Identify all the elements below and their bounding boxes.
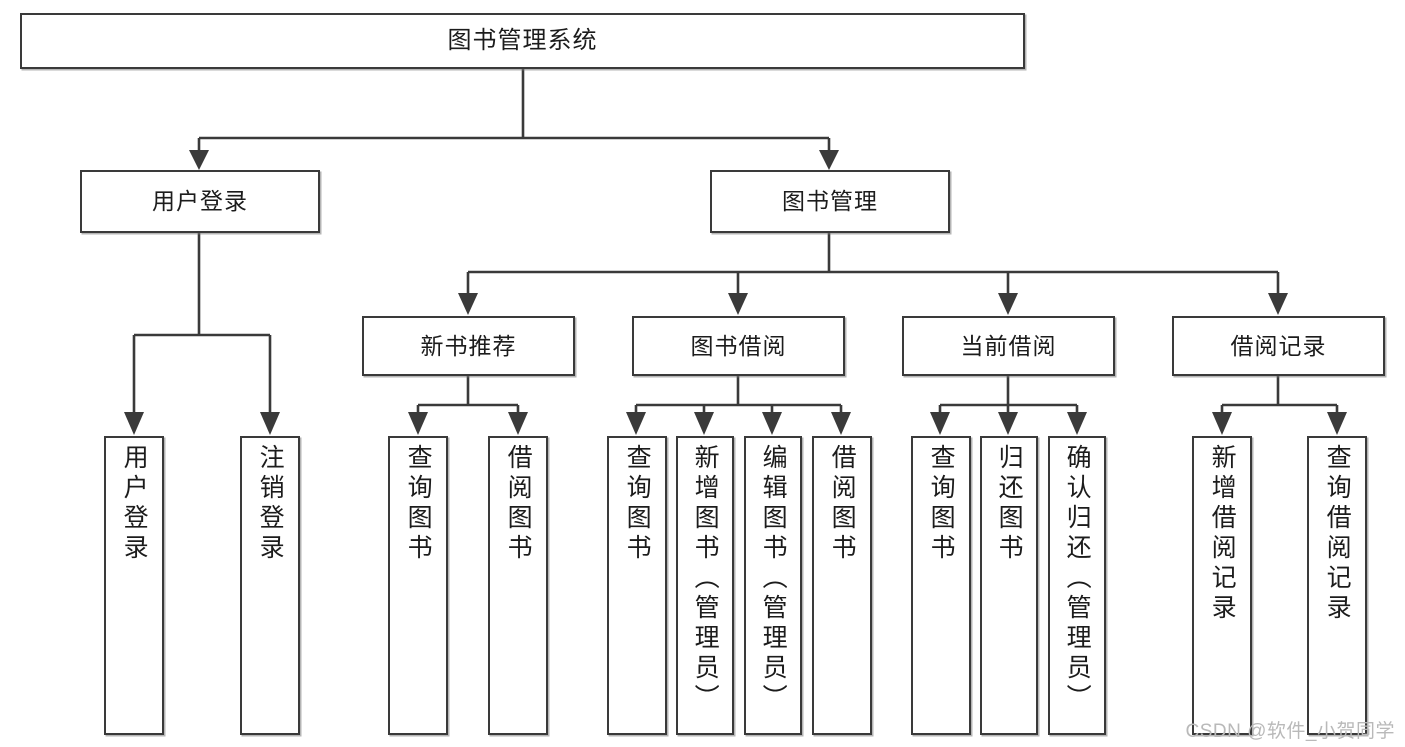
node-leaf-return-book[interactable]: 归还图书 bbox=[980, 436, 1038, 735]
node-root-book-management-system[interactable]: 图书管理系统 bbox=[20, 13, 1025, 69]
leaf-label: 编辑图书（管理员） bbox=[759, 444, 788, 714]
node-current-borrow[interactable]: 当前借阅 bbox=[902, 316, 1115, 376]
node-leaf-query-book-1[interactable]: 查询图书 bbox=[388, 436, 448, 735]
arrowhead-leaf-user-logout bbox=[260, 412, 280, 435]
node-leaf-user-login[interactable]: 用户登录 bbox=[104, 436, 164, 735]
leaf-label: 注销登录 bbox=[256, 444, 285, 564]
leaf-label: 借阅图书 bbox=[828, 444, 857, 564]
node-leaf-query-book-3[interactable]: 查询图书 bbox=[911, 436, 971, 735]
leaf-label: 查询图书 bbox=[623, 444, 652, 564]
arrowhead-leaf-return-book bbox=[998, 412, 1018, 435]
arrowhead-leaf-query-book-1 bbox=[408, 412, 428, 435]
node-leaf-query-book-2[interactable]: 查询图书 bbox=[607, 436, 667, 735]
leaf-label: 查询图书 bbox=[404, 444, 433, 564]
arrowhead-borrow-record bbox=[1268, 293, 1288, 315]
node-leaf-add-record[interactable]: 新增借阅记录 bbox=[1192, 436, 1252, 735]
leaf-label: 借阅图书 bbox=[504, 444, 533, 564]
arrowhead-book-borrow bbox=[728, 293, 748, 315]
arrowhead-leaf-query-book-2 bbox=[626, 412, 646, 435]
node-leaf-user-logout[interactable]: 注销登录 bbox=[240, 436, 300, 735]
arrowhead-user-login bbox=[189, 150, 209, 170]
node-leaf-borrow-book-1[interactable]: 借阅图书 bbox=[488, 436, 548, 735]
node-leaf-query-record[interactable]: 查询借阅记录 bbox=[1307, 436, 1367, 735]
arrowhead-leaf-borrow-book-1 bbox=[508, 412, 528, 435]
node-leaf-add-book[interactable]: 新增图书（管理员） bbox=[676, 436, 734, 735]
arrowhead-new-book-recommend bbox=[458, 293, 478, 315]
node-leaf-borrow-book-2[interactable]: 借阅图书 bbox=[812, 436, 872, 735]
arrowhead-leaf-query-record bbox=[1327, 412, 1347, 435]
leaf-label: 查询图书 bbox=[927, 444, 956, 564]
arrowhead-leaf-borrow-book-2 bbox=[831, 412, 851, 435]
leaf-label: 归还图书 bbox=[995, 444, 1024, 564]
leaf-label: 新增图书（管理员） bbox=[691, 444, 720, 714]
node-book-management[interactable]: 图书管理 bbox=[710, 170, 950, 233]
leaf-label: 确认归还（管理员） bbox=[1063, 444, 1092, 714]
node-leaf-confirm-return[interactable]: 确认归还（管理员） bbox=[1048, 436, 1106, 735]
arrowhead-leaf-user-login bbox=[124, 412, 144, 435]
node-user-login[interactable]: 用户登录 bbox=[80, 170, 320, 233]
leaf-label: 新增借阅记录 bbox=[1208, 444, 1237, 624]
arrowhead-book-management bbox=[819, 150, 839, 170]
watermark: CSDN @软件_小贺同学 bbox=[1185, 721, 1395, 742]
leaf-label: 用户登录 bbox=[120, 444, 149, 564]
node-borrow-record[interactable]: 借阅记录 bbox=[1172, 316, 1385, 376]
arrowhead-leaf-add-book bbox=[694, 412, 714, 435]
arrowhead-leaf-add-record bbox=[1212, 412, 1232, 435]
arrowhead-leaf-confirm-return bbox=[1067, 412, 1087, 435]
node-book-borrow[interactable]: 图书借阅 bbox=[632, 316, 845, 376]
node-new-book-recommend[interactable]: 新书推荐 bbox=[362, 316, 575, 376]
leaf-label: 查询借阅记录 bbox=[1323, 444, 1352, 624]
node-leaf-edit-book[interactable]: 编辑图书（管理员） bbox=[744, 436, 802, 735]
arrowhead-leaf-edit-book bbox=[762, 412, 782, 435]
arrowhead-leaf-query-book-3 bbox=[930, 412, 950, 435]
arrowhead-current-borrow bbox=[998, 293, 1018, 315]
